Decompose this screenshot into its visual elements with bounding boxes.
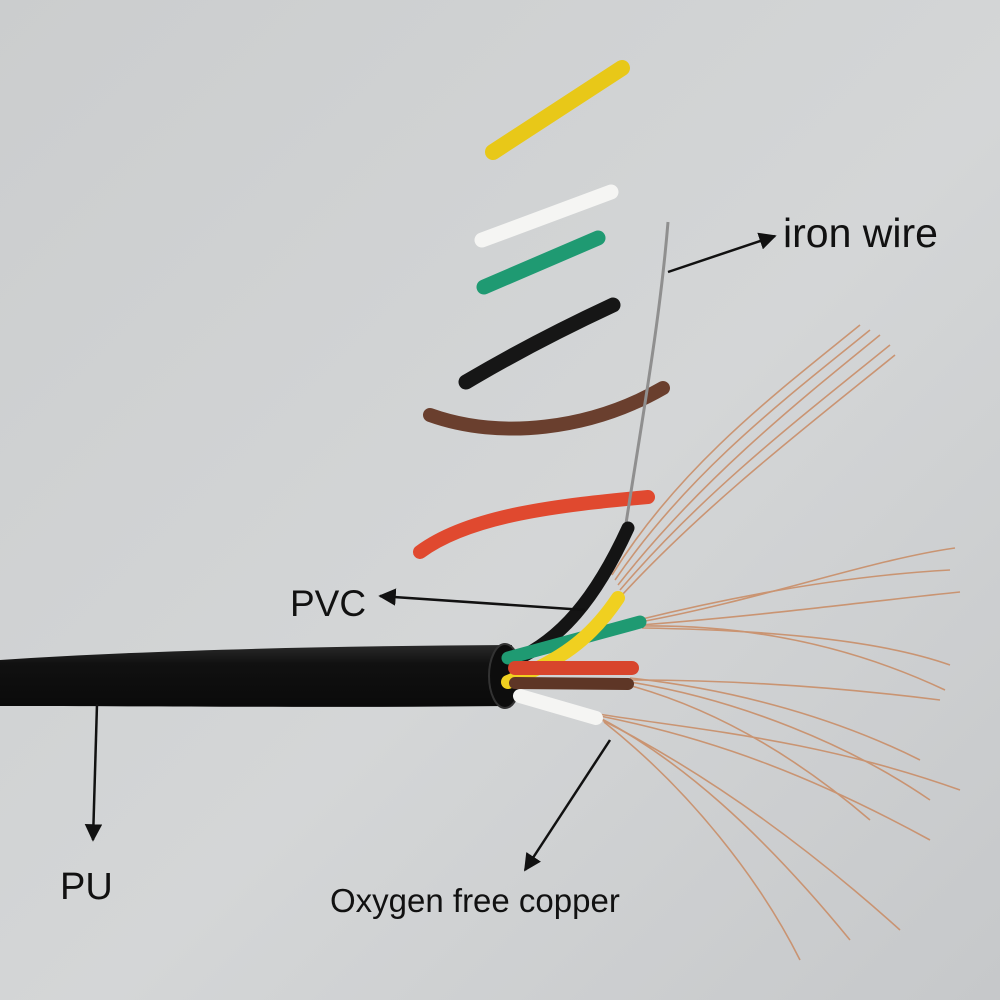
iron-wire-label: iron wire [783, 210, 938, 256]
white-sleeve [474, 184, 619, 248]
green-sleeve [476, 230, 606, 295]
annotation-arrows [84, 232, 777, 872]
red-sleeve [413, 490, 655, 559]
iron-wire [623, 221, 670, 531]
brown-conductor [509, 677, 634, 690]
copper-arrow [523, 739, 612, 872]
oxygen-free-copper-label: Oxygen free copper [330, 882, 620, 919]
copper-strands [597, 324, 961, 961]
brown-sleeve [423, 381, 670, 436]
yellow-sleeve [485, 60, 630, 160]
inner-conductors [501, 521, 647, 725]
pvc-arrow [378, 588, 586, 612]
pu-label: PU [60, 866, 113, 908]
insulation-sleeves [413, 60, 670, 559]
pu-arrow [84, 703, 103, 842]
black-sleeve [458, 297, 621, 390]
pvc-label: PVC [290, 583, 367, 624]
cable-jacket [0, 645, 512, 707]
white-conductor [513, 689, 603, 725]
iron-wire-arrow [667, 232, 777, 274]
